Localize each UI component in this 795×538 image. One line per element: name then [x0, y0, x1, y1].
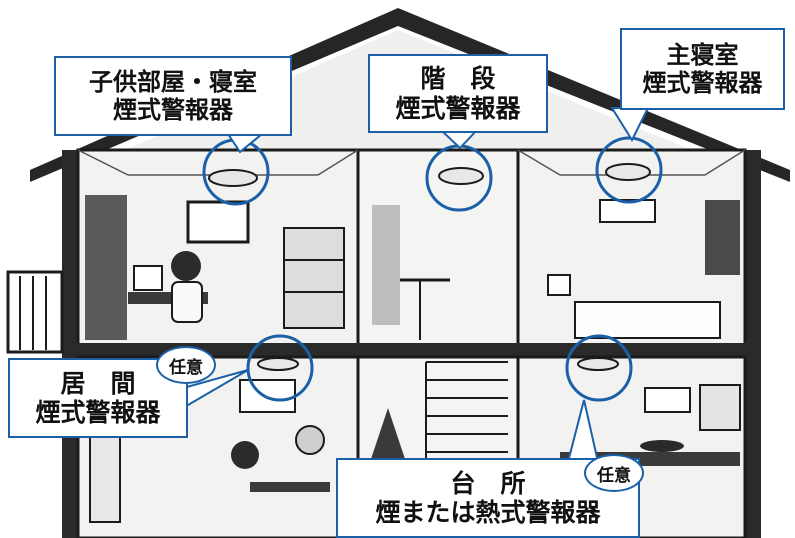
child-figure-head — [171, 251, 201, 281]
stair-wall — [372, 205, 400, 325]
label-kids-room-detector: 子供部屋・寝室 煙式警報器 — [54, 56, 292, 136]
ceiling-line — [704, 149, 746, 176]
label-stairs-detector: 階 段 煙式警報器 — [368, 54, 548, 133]
door — [85, 195, 127, 340]
kitchen-window — [644, 387, 691, 413]
balcony-rail — [6, 270, 64, 354]
cooking-pot — [640, 440, 684, 452]
label-living-title: 居 間 — [60, 368, 136, 398]
label-stairs-title: 階 段 — [420, 64, 496, 93]
person-figure-head — [231, 441, 259, 469]
child-figure-body — [171, 281, 203, 323]
ceiling-line — [317, 149, 359, 176]
detector-highlight-kitchen — [565, 334, 633, 402]
desk-lamp — [133, 265, 163, 291]
bed — [574, 301, 721, 339]
bookshelf — [283, 227, 345, 329]
label-master-detector: 主寝室 煙式警報器 — [620, 28, 785, 110]
detector-highlight-master — [595, 136, 663, 204]
label-kids-room-type: 煙式警報器 — [113, 96, 233, 124]
detector-highlight-living — [246, 334, 314, 402]
ceiling-line — [77, 149, 129, 176]
air-conditioner — [599, 199, 656, 223]
person-figure-head — [295, 425, 325, 455]
wardrobe — [705, 200, 740, 275]
smoke-detector — [257, 357, 299, 371]
optional-badge-living: 任意 — [156, 346, 216, 384]
smoke-detector — [438, 167, 484, 185]
label-kitchen-title: 台 所 — [450, 468, 526, 498]
low-table — [250, 482, 330, 492]
label-stairs-type: 煙式警報器 — [395, 93, 521, 123]
heat-detector — [577, 357, 619, 371]
picture-frame — [186, 200, 250, 244]
smoke-detector — [605, 163, 651, 181]
living-door — [89, 431, 121, 523]
potted-plant — [368, 408, 408, 468]
wall-calendar — [699, 384, 741, 431]
ceiling-line — [517, 149, 561, 176]
label-master-title: 主寝室 — [666, 40, 739, 69]
bedside-lamp — [547, 274, 571, 296]
label-kitchen-type: 煙または熱式警報器 — [375, 498, 601, 527]
label-master-type: 煙式警報器 — [642, 69, 763, 97]
second-floor-slab — [62, 343, 761, 357]
label-living-type: 煙式警報器 — [35, 398, 161, 427]
smoke-detector — [208, 169, 258, 187]
label-kids-room-title: 子供部屋・寝室 — [89, 67, 257, 96]
optional-badge-kitchen: 任意 — [584, 454, 644, 492]
